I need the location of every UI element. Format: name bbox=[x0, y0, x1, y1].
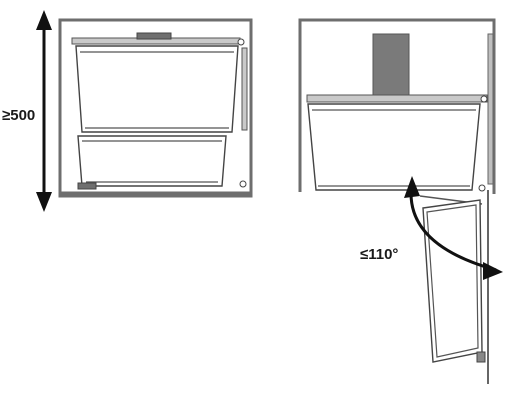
left-view-closed: ≥500 bbox=[2, 10, 253, 212]
hood-chimney bbox=[372, 33, 410, 97]
left-cabinet-frame bbox=[58, 18, 253, 198]
left-upper-shelf bbox=[75, 45, 239, 133]
right-cabinet-frame bbox=[298, 18, 496, 194]
angle-max-label: ≤110° bbox=[360, 246, 398, 263]
right-top-rail bbox=[306, 94, 488, 103]
height-min-label: ≥500 bbox=[2, 107, 35, 124]
right-upper-shelf bbox=[307, 103, 481, 191]
left-lower-shelf bbox=[77, 135, 227, 187]
left-hood-stub bbox=[136, 32, 172, 40]
left-side-mechanism bbox=[241, 47, 248, 131]
right-view-open: ≤110° bbox=[298, 18, 503, 384]
height-dimension-arrow bbox=[36, 10, 52, 212]
